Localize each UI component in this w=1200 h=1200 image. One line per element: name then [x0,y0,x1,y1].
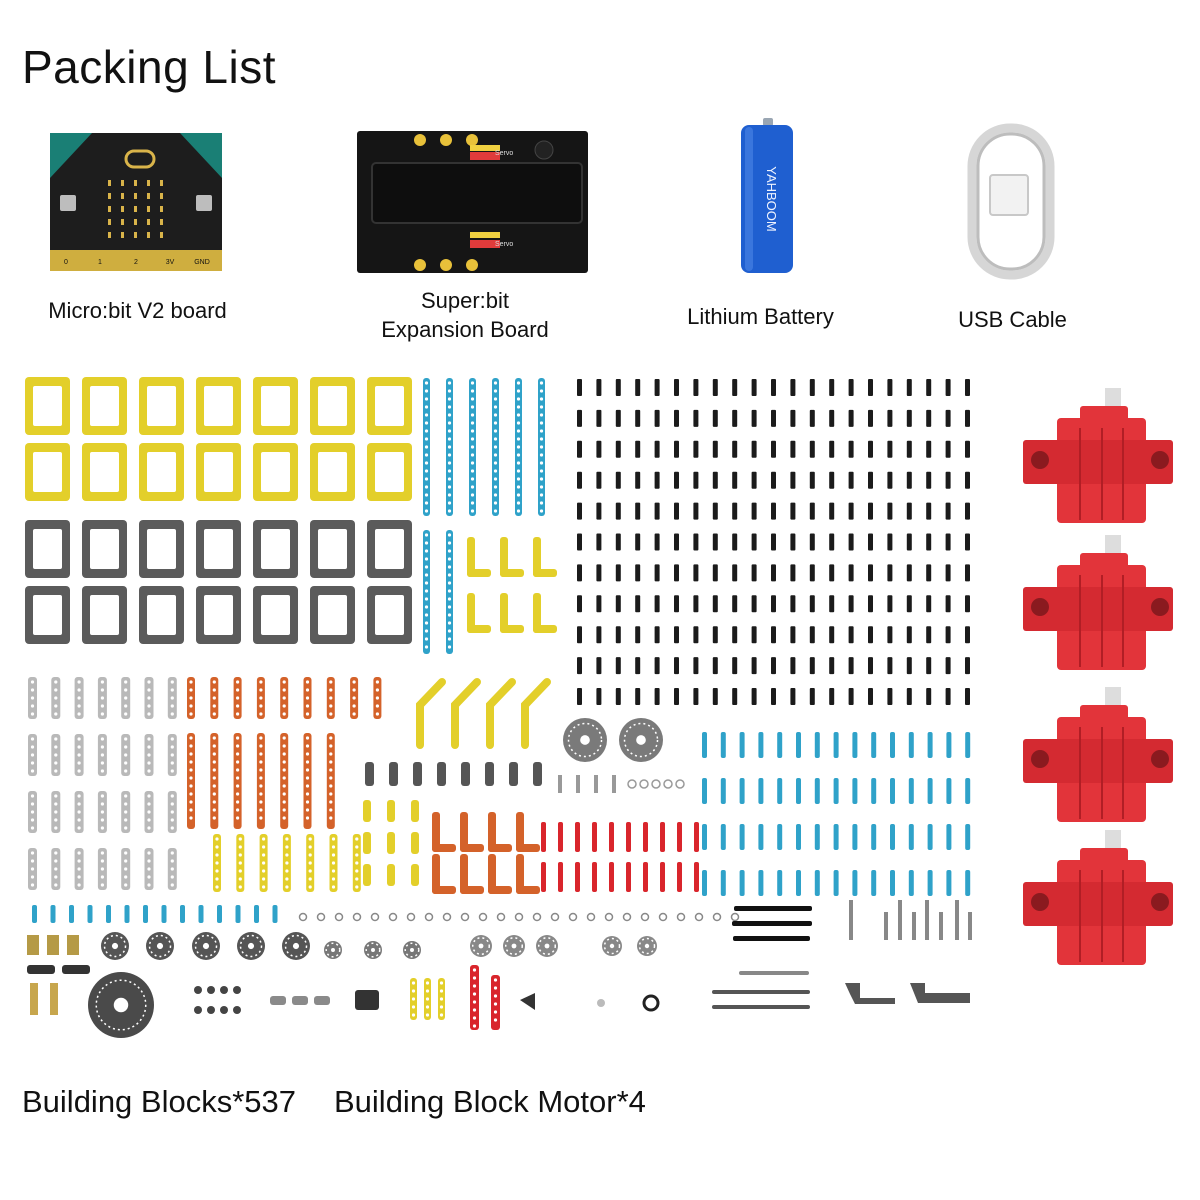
usb-caption: USB Cable [958,307,1067,332]
building-blocks-caption: Building Blocks*537 [22,1084,297,1119]
microbit-caption: Micro:bit V2 board [48,298,227,323]
superbit-caption: Super:bit Expansion Board [355,286,575,344]
usb-cable-image [967,123,1055,280]
microbit-pin-label: 0 [64,259,68,266]
battery-image: YAHBOOM [741,118,793,273]
motor-caption: Building Block Motor*4 [334,1084,646,1119]
building-block-motors-illustration [1023,388,1173,965]
microbit-pin-label: 1 [98,259,102,266]
microbit-board-image [50,133,222,271]
building-blocks-illustration [25,377,972,1038]
microbit-pin-label: 2 [134,259,138,266]
superbit-silk-bottom: Servo [495,241,513,248]
microbit-pin-label: GND [194,259,210,266]
battery-caption: Lithium Battery [687,304,834,329]
microbit-pin-label: 3V [166,259,175,266]
superbit-caption-line2: Expansion Board [381,317,549,342]
superbit-silk-top: Servo [495,150,513,157]
superbit-caption-line1: Super:bit [420,288,510,313]
superbit-board-image: Servo Servo [357,131,588,273]
page-title: Packing List [22,41,277,93]
battery-brand: YAHBOOM [764,166,779,232]
